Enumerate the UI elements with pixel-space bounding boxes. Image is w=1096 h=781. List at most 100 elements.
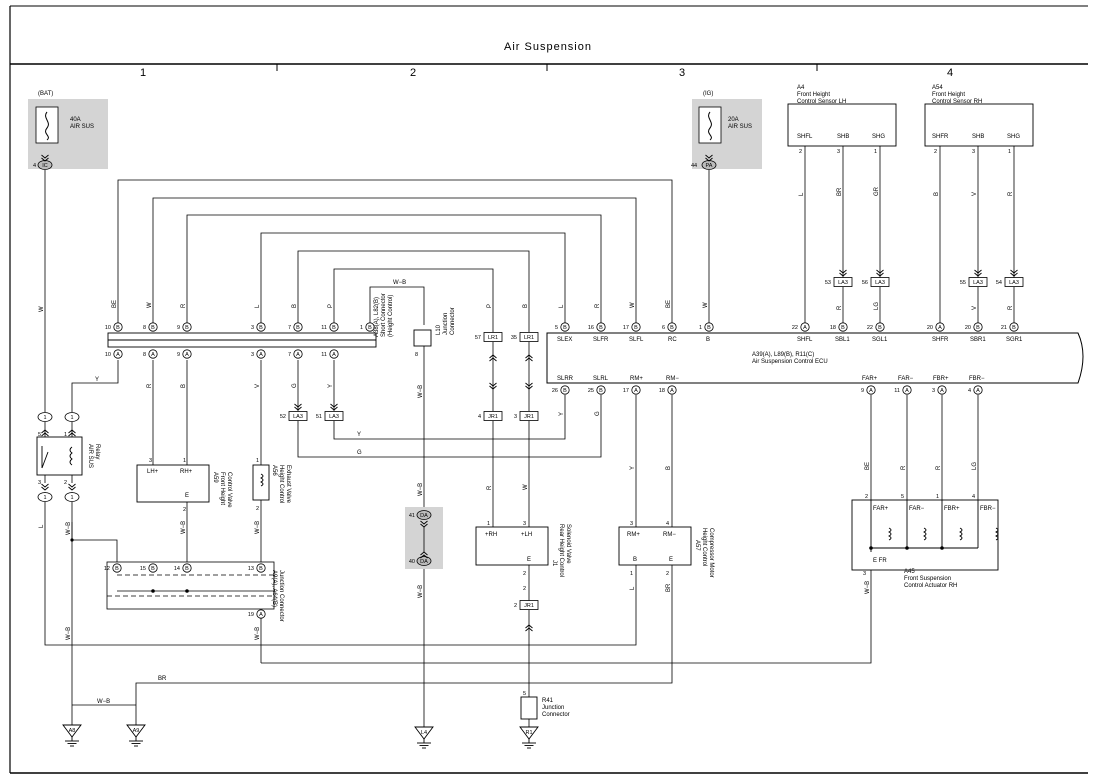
sensor-a54-num-3: 1 [1008,149,1011,155]
svg-text:B: B [259,325,263,331]
sensor-a54-lower-1: V [972,306,978,310]
svg-text:L4: L4 [421,730,427,736]
ecu-bottom-pin-4: A18 [659,385,677,395]
sc-bottom-pin-4: A3 [251,349,266,359]
junction-r41-box [520,696,538,720]
svg-text:DA: DA [420,513,428,519]
svg-text:9: 9 [177,325,180,331]
sc-bottom-pin-6: A11 [321,349,339,359]
sc-bottom-pin-2: A8 [143,349,158,359]
svg-text:17: 17 [623,388,629,394]
svg-text:11: 11 [321,352,327,358]
fuse-ig-arrow [705,154,713,162]
sensor-arrow-2 [876,269,884,277]
svg-text:B: B [670,325,674,331]
svg-text:B: B [563,325,567,331]
svg-text:1: 1 [699,325,702,331]
sensor-a54-pin-2: SHB [972,134,984,140]
actuator-a45-box [851,499,999,571]
junction-a9-box [106,561,275,610]
sc-bottom-wire-y2: Y [328,384,334,388]
ecu-top-label-6: SHFL [797,337,813,343]
da-wire: W−B [418,585,424,598]
ecu-name1: A39(A), L89(B), R11(C) [752,352,814,358]
wire-br: BR [158,676,167,682]
sc-wire-3: R [181,303,187,308]
sensor-a4-name1: Front Height [797,92,830,98]
a45-wire-3: R [936,465,942,470]
a57-wire-br: BR [666,583,672,592]
svg-text:11: 11 [321,325,327,331]
a9-pin-15: B15 [140,563,158,573]
svg-text:1: 1 [70,415,73,421]
fuse-bat-source: (BAT) [38,91,53,97]
page-title: Air Suspension [504,41,592,53]
relay-conn-bot-2: 1 [64,492,80,502]
svg-text:B: B [841,325,845,331]
sc-top-pin-2: B8 [143,322,158,332]
relay-pin-1: 1 [64,432,67,438]
sensor-a4-num-2: 3 [837,149,840,155]
rear-valve-pin-rh: +RH [485,532,497,538]
a45-num-3: 1 [936,494,939,500]
svg-text:B: B [1012,325,1016,331]
ecu-bottom-label-4: RM− [666,376,679,382]
ecu-bottom-label-3: RM+ [630,376,643,382]
sc-bottom-wire-r: R [147,383,153,388]
la3-arrow-51 [330,403,338,411]
rear-valve-pin-lh: +LH [521,532,532,538]
r41-name: R41 [542,698,554,704]
sensor-a4-pin-1: SHFL [797,134,813,140]
sensor-a4-name2: Control Sensor LH [797,99,846,105]
l10-pin: 8 [415,352,418,358]
svg-text:21: 21 [1001,325,1007,331]
svg-text:B: B [599,325,603,331]
relay-pin-3: 3 [38,480,41,486]
mid-wire-y2: Y [357,432,361,438]
svg-text:19: 19 [248,612,254,618]
ecu-top-pin-9: A20 [927,322,945,332]
a59-num-2: 1 [183,458,186,464]
sc-wire-1: BE [112,300,118,308]
sc-wire-2: W [147,302,153,308]
svg-text:7: 7 [288,325,291,331]
ecu-top-pin-8: B22 [867,322,885,332]
ecu-bottom-pin-7: A3 [932,385,947,395]
a57-sub2: Compressor Motor [708,528,714,578]
svg-text:5: 5 [555,325,558,331]
svg-text:1: 1 [43,415,46,421]
valve-a59-box [136,464,210,503]
svg-text:3: 3 [514,414,517,420]
ecu-name2: Air Suspension Control ECU [752,359,828,365]
sc-wire-4: L [255,304,261,308]
svg-text:26: 26 [552,388,558,394]
svg-text:11: 11 [894,388,900,394]
a9-name: A9(A), A64(B) [271,570,277,607]
l10-sub2: Connector [450,307,456,335]
fuse-bat-name: AIR SUS [70,124,94,130]
a9-wire-wb: W−B [255,627,261,640]
ecu-wire-slfr: R [595,303,601,308]
svg-text:1: 1 [70,495,73,501]
ecu-top-pin-3: B17 [623,322,641,332]
sc-bottom-wire-v: V [255,384,261,388]
a57-num-1: 1 [630,571,633,577]
svg-text:3: 3 [251,325,254,331]
svg-text:B: B [634,325,638,331]
junction-dots [70,538,944,593]
compressor-a57-box [618,526,692,566]
sensor-a4-lower-1: R [837,305,843,310]
svg-text:A: A [185,352,189,358]
sensor-a4-lower-2: LG [874,302,880,310]
svg-text:B: B [115,566,119,572]
ground-link-wb: W−B [97,699,110,705]
rear-valve-id: J1 [551,560,557,567]
fuse-ig-pin: 44 [691,163,697,169]
jr1-low-arrow [525,624,533,632]
svg-text:4: 4 [478,414,481,420]
zone-1: 1 [140,67,146,79]
fuse-ig-connector: PA [701,160,717,170]
ecu-top-pin-11: B 21 [1001,322,1019,332]
fuse-bat-rating: 40A [70,117,81,123]
